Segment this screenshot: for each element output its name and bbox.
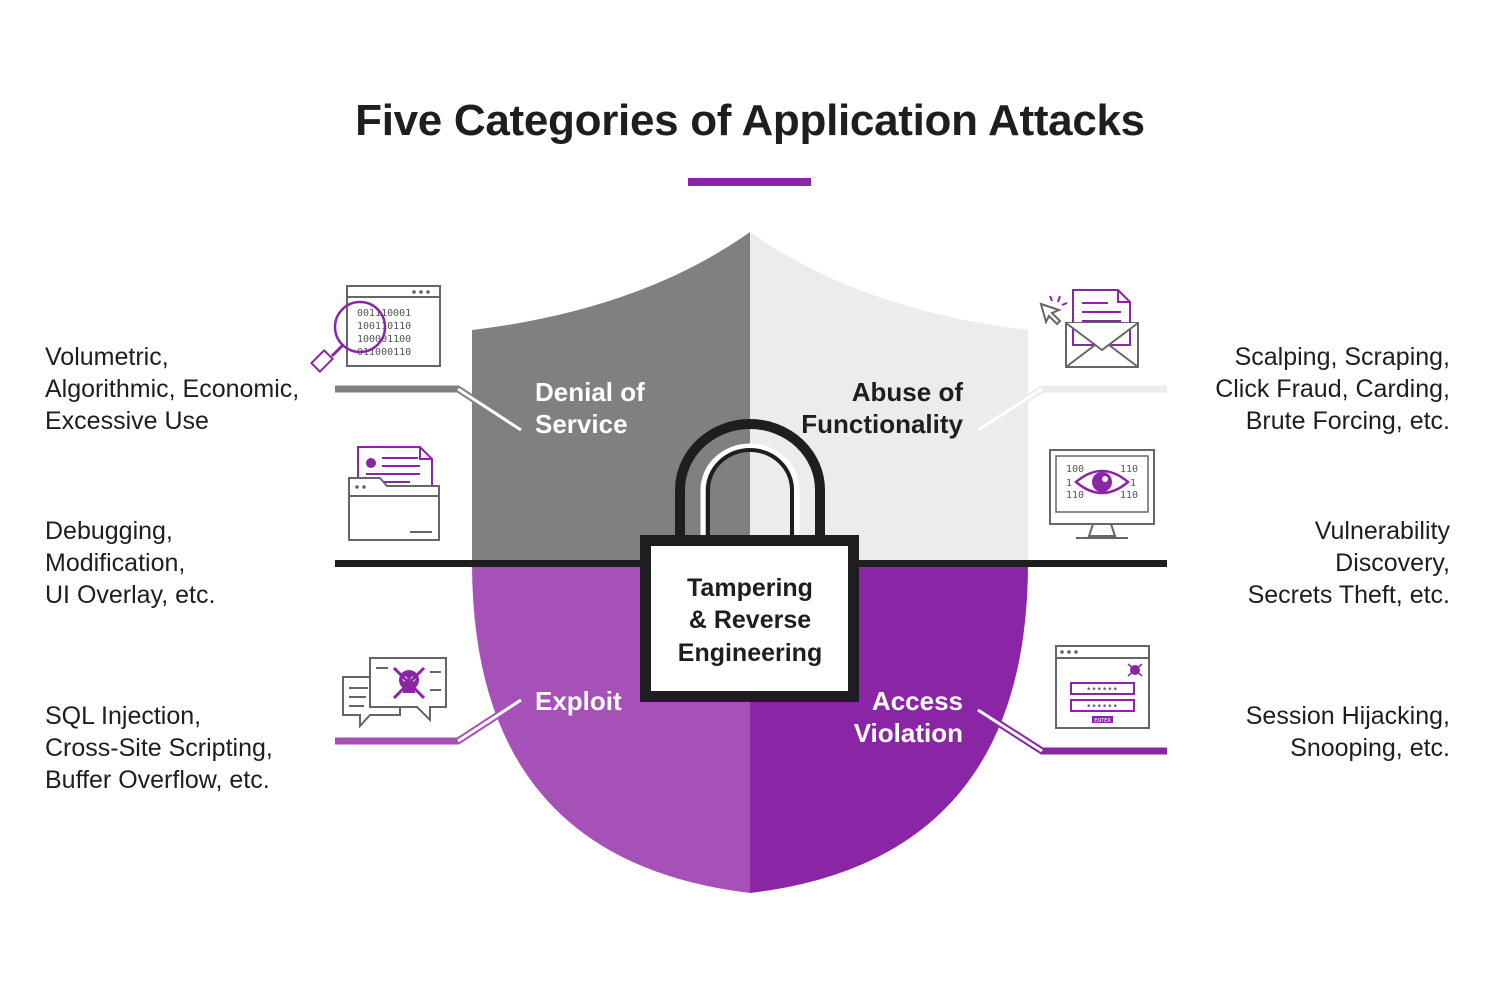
monitor-digits: 1 — [1130, 478, 1136, 489]
password-mask: •••••• — [1086, 685, 1118, 695]
connector-access — [976, 707, 1167, 755]
bug-folder-icon — [348, 446, 440, 541]
login-form-bug-icon: •••••• •••••• ENTER — [1055, 645, 1150, 729]
tampering-label-3: Engineering — [678, 639, 822, 667]
denial-description: Volumetric, Algorithmic, Economic, Exces… — [45, 343, 300, 435]
connector-denial — [335, 385, 523, 433]
binary-row: 011000110 — [357, 347, 411, 358]
page-title: Five Categories of Application Attacks — [355, 96, 1145, 145]
tampering-label-2: & Reverse — [689, 606, 811, 634]
binary-row: 100001100 — [357, 334, 411, 345]
eye-monitor-icon: 100 1 110 110 1 110 — [1049, 449, 1155, 539]
padlock-icon — [640, 419, 859, 702]
access-label-2: Violation — [854, 718, 963, 748]
access-label: Access — [872, 686, 963, 716]
tampering-right-description: Vulnerability Discovery, Secrets Theft, … — [1247, 517, 1450, 609]
binary-row: 001110001 — [357, 308, 411, 319]
monitor-digits: 100 — [1066, 464, 1084, 475]
title-underline — [688, 178, 811, 186]
binary-magnifier-icon: 001110001 100110110 100001100 011000110 — [309, 285, 441, 374]
monitor-digits: 110 — [1120, 464, 1138, 475]
exploit-label: Exploit — [535, 686, 622, 716]
monitor-digits: 1 — [1066, 478, 1072, 489]
skull-chat-icon — [342, 657, 447, 729]
connector-exploit — [335, 697, 523, 745]
denial-label-2: Service — [535, 409, 628, 439]
abuse-description: Scalping, Scraping, Click Fraud, Carding… — [1215, 343, 1450, 435]
denial-label: Denial of — [535, 377, 645, 407]
password-mask: •••••• — [1086, 702, 1118, 712]
enter-button-label: ENTER — [1094, 718, 1111, 724]
exploit-description: SQL Injection, Cross-Site Scripting, Buf… — [45, 702, 273, 794]
access-description: Session Hijacking, Snooping, etc. — [1245, 702, 1450, 762]
monitor-digits: 110 — [1120, 490, 1138, 501]
tampering-label: Tampering — [687, 574, 813, 602]
click-envelope-icon — [1039, 289, 1139, 368]
tampering-left-description: Debugging, Modification, UI Overlay, etc… — [45, 517, 216, 609]
abuse-label: Abuse of — [852, 377, 964, 407]
connector-abuse — [976, 385, 1167, 433]
monitor-digits: 110 — [1066, 490, 1084, 501]
abuse-label-2: Functionality — [801, 409, 963, 439]
